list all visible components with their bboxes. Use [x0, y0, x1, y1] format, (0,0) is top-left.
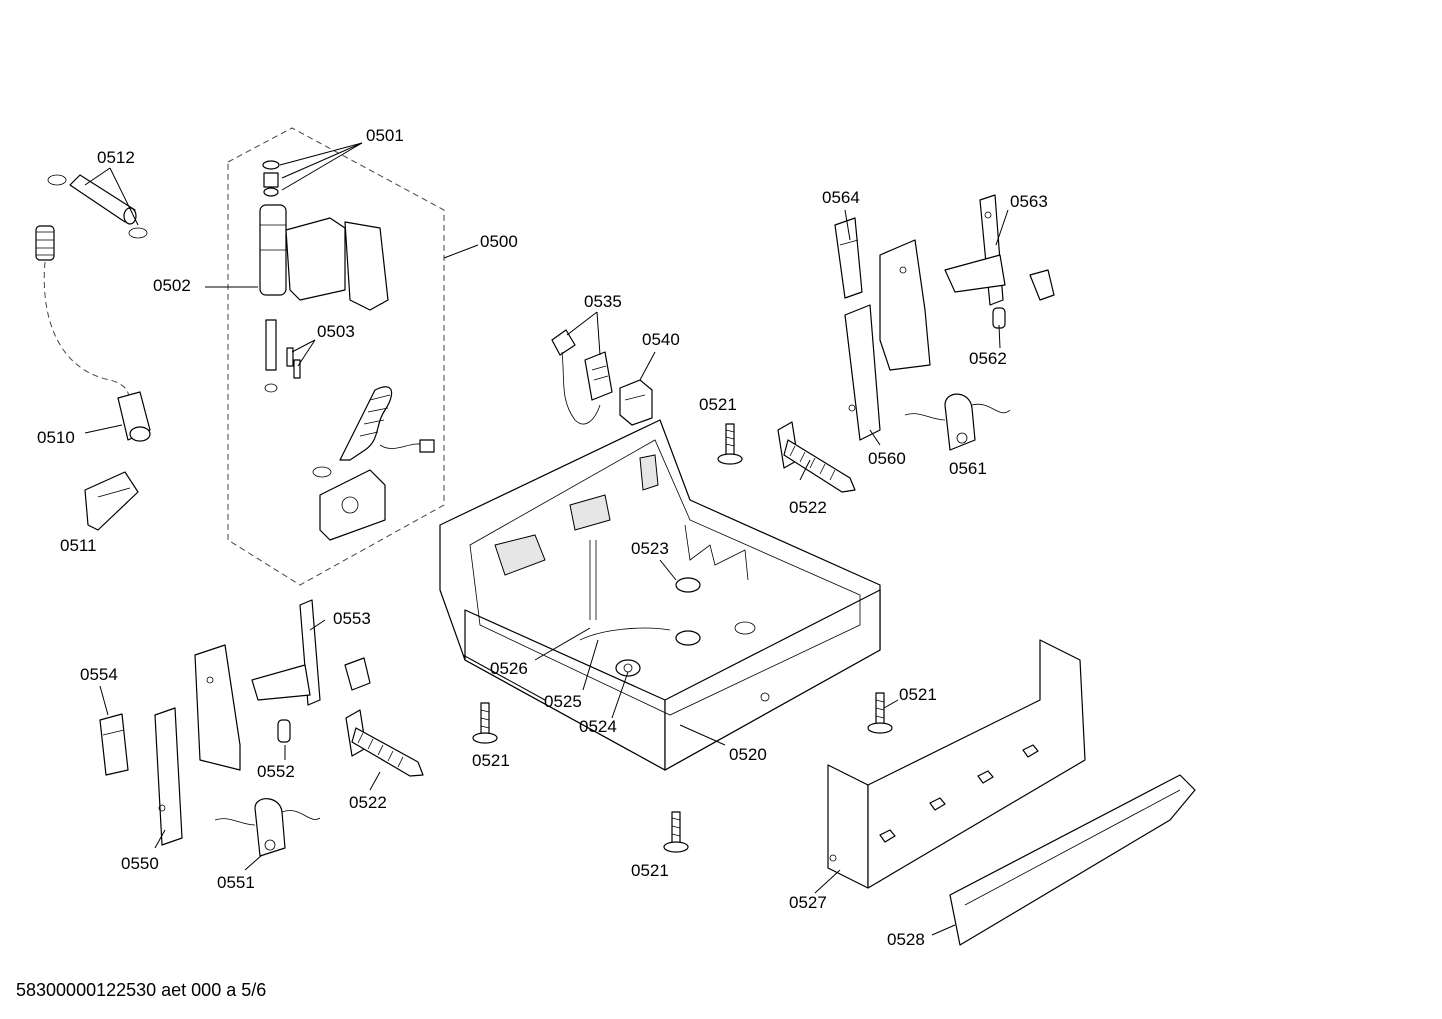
label-0521-bottom: 0521	[631, 861, 669, 880]
label-0552: 0552	[257, 762, 295, 781]
label-0522-left: 0522	[349, 793, 387, 812]
label-0535: 0535	[584, 292, 622, 311]
part-0553-bracket	[251, 599, 371, 706]
label-0512: 0512	[97, 148, 135, 167]
part-0521-screw-a	[717, 423, 743, 465]
part-0554-clip	[99, 713, 129, 776]
part-0564-clip	[834, 217, 863, 299]
part-0563-bracket	[944, 194, 1055, 306]
part-0540-module	[619, 379, 653, 426]
part-0521-screw-c	[867, 692, 893, 734]
label-0554: 0554	[80, 665, 118, 684]
part-0527-panel	[827, 639, 1086, 889]
label-0521-left: 0521	[472, 751, 510, 770]
label-0511: 0511	[60, 536, 97, 555]
part-0522-spring-b	[345, 709, 424, 777]
label-0524: 0524	[579, 717, 617, 736]
part-0535-harness	[551, 329, 613, 425]
label-0550: 0550	[121, 854, 159, 873]
label-0540: 0540	[642, 330, 680, 349]
label-0500: 0500	[480, 232, 518, 251]
part-0552-clip	[277, 719, 291, 743]
label-0564: 0564	[822, 188, 860, 207]
part-0521-screw-d	[663, 811, 689, 853]
label-0561: 0561	[949, 459, 987, 478]
label-0553: 0553	[333, 609, 371, 628]
label-0510: 0510	[37, 428, 75, 447]
part-0551-sensor	[214, 798, 321, 857]
part-0510-hose	[35, 225, 151, 442]
part-0561-sensor	[904, 393, 1011, 451]
part-0511-bracket	[84, 471, 139, 531]
label-0502: 0502	[153, 276, 191, 295]
label-0528: 0528	[887, 930, 925, 949]
part-0521-screw-b	[472, 702, 498, 744]
label-0551: 0551	[217, 873, 255, 892]
label-0525: 0525	[544, 692, 582, 711]
label-0521-top: 0521	[699, 395, 737, 414]
part-0512-hose	[47, 174, 148, 239]
label-0522-right: 0522	[789, 498, 827, 517]
label-0526: 0526	[490, 659, 528, 678]
part-0528-kickplate	[949, 774, 1196, 946]
label-0501: 0501	[366, 126, 404, 145]
part-0502-valve	[259, 160, 389, 393]
part-0522-spring-a	[777, 421, 856, 493]
part-0560-bracket	[844, 239, 931, 441]
label-0523: 0523	[631, 539, 669, 558]
label-0562: 0562	[969, 349, 1007, 368]
label-0560: 0560	[868, 449, 906, 468]
assembly-0500-boundary	[227, 127, 445, 586]
document-footer-code: 58300000122530 aet 000 a 5/6	[16, 980, 267, 1000]
part-0520-base-tub	[439, 419, 881, 771]
label-0563: 0563	[1010, 192, 1048, 211]
part-0550-bracket	[154, 644, 241, 846]
leader-lines	[84, 142, 1009, 936]
label-0503: 0503	[317, 322, 355, 341]
label-0520: 0520	[729, 745, 767, 764]
label-0521-right: 0521	[899, 685, 937, 704]
part-0500-spiral-hose	[312, 386, 435, 541]
label-0527: 0527	[789, 893, 827, 912]
part-0503-small-parts	[286, 347, 301, 379]
